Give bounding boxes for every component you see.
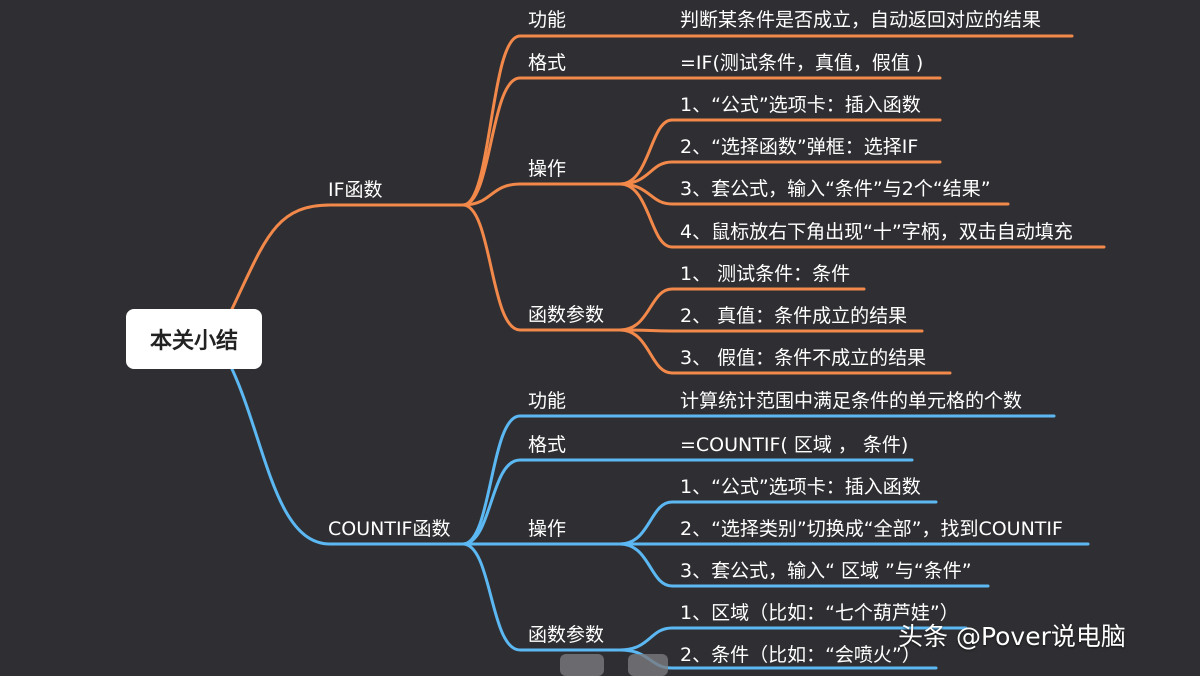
if-format-desc: =IF(测试条件，真值，假值 ) xyxy=(680,52,924,74)
if-ops-item: 3、套公式，输入“条件”与2个“结果” xyxy=(680,178,991,200)
if-function-label: 功能 xyxy=(528,9,567,31)
countif-branch-lines xyxy=(230,367,1090,670)
watermark: 头条 @Pover说电脑 xyxy=(898,622,1126,651)
countif-params-item: 2、条件（比如：“会喷火”） xyxy=(680,644,921,666)
countif-ops-item: 3、套公式，输入“ 区域 ”与“条件” xyxy=(680,560,972,582)
countif-ops-item: 1、“公式”选项卡：插入函数 xyxy=(680,476,921,498)
if-ops-item: 4、鼠标放右下角出现“十”字柄，双击自动填充 xyxy=(680,221,1073,243)
if-params-item: 3、 假值：条件不成立的结果 xyxy=(680,347,927,369)
countif-function-label: 功能 xyxy=(528,390,567,412)
blurred-region xyxy=(628,654,668,676)
if-ops-label: 操作 xyxy=(528,158,567,180)
if-ops-item: 1、“公式”选项卡：插入函数 xyxy=(680,94,921,116)
if-params-item: 2、 真值：条件成立的结果 xyxy=(680,305,908,327)
if-ops-item: 2、“选择函数”弹框：选择IF xyxy=(680,136,919,158)
blurred-region xyxy=(560,654,604,676)
countif-params-item: 1、区域（比如：“七个葫芦娃”） xyxy=(680,602,959,624)
countif-function-node[interactable]: COUNTIF函数 xyxy=(328,518,451,540)
countif-format-label: 格式 xyxy=(528,434,567,456)
countif-params-label: 函数参数 xyxy=(528,624,605,646)
if-function-desc: 判断某条件是否成立，自动返回对应的结果 xyxy=(680,9,1042,31)
if-branch-lines xyxy=(230,34,1106,375)
if-function-node[interactable]: IF函数 xyxy=(328,179,383,201)
if-params-item: 1、 测试条件：条件 xyxy=(680,263,851,285)
root-node[interactable]: 本关小结 xyxy=(126,309,262,369)
countif-format-desc: =COUNTIF( 区域 ， 条件) xyxy=(680,434,909,456)
if-format-label: 格式 xyxy=(528,52,567,74)
countif-ops-item: 2、“选择类别”切换成“全部”，找到COUNTIF xyxy=(680,518,1063,540)
countif-function-desc: 计算统计范围中满足条件的单元格的个数 xyxy=(680,390,1023,412)
countif-ops-label: 操作 xyxy=(528,518,567,540)
if-params-label: 函数参数 xyxy=(528,304,605,326)
